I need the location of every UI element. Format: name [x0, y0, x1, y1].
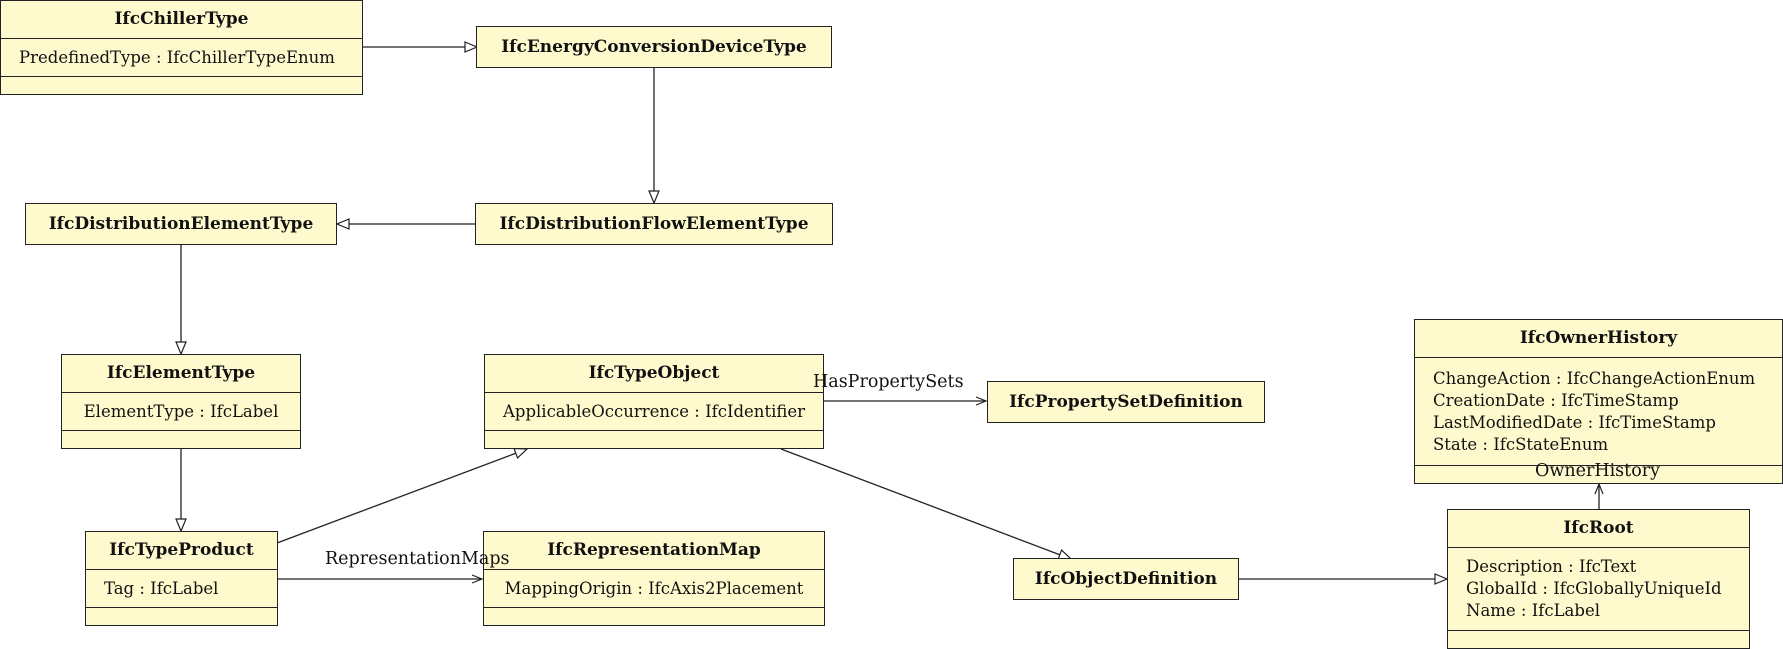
class-name: IfcOwnerHistory — [1415, 320, 1782, 358]
class-ifc-type-object[interactable]: IfcTypeObject ApplicableOccurrence : Ifc… — [484, 354, 824, 449]
class-ifc-property-set-definition[interactable]: IfcPropertySetDefinition — [987, 381, 1265, 423]
attribute: Description : IfcText — [1466, 557, 1637, 576]
class-name: IfcChillerType — [1, 1, 362, 39]
label-representation-maps: RepresentationMaps — [325, 549, 510, 569]
class-ifc-object-definition[interactable]: IfcObjectDefinition — [1013, 558, 1239, 600]
class-name: IfcDistributionFlowElementType — [499, 214, 809, 234]
class-name: IfcDistributionElementType — [48, 214, 314, 234]
class-ifc-distribution-element-type[interactable]: IfcDistributionElementType — [25, 203, 337, 245]
attribute: ApplicableOccurrence : IfcIdentifier — [502, 401, 806, 421]
label-has-property-sets: HasPropertySets — [813, 372, 964, 392]
attribute: State : IfcStateEnum — [1433, 434, 1609, 454]
class-ifc-element-type[interactable]: IfcElementType ElementType : IfcLabel — [61, 354, 301, 449]
class-attributes: ApplicableOccurrence : IfcIdentifier — [485, 393, 823, 431]
attribute: Name : IfcLabel — [1466, 601, 1600, 620]
attribute: LastModifiedDate : IfcTimeStamp — [1433, 412, 1716, 432]
class-name: IfcRepresentationMap — [484, 532, 824, 570]
generalization-typeobject-to-objdef — [780, 448, 1071, 559]
class-attributes: PredefinedType : IfcChillerTypeEnum — [1, 39, 362, 77]
class-attributes: Tag : IfcLabel — [86, 570, 277, 608]
attribute: GlobalId : IfcGloballyUniqueId — [1466, 579, 1722, 598]
label-owner-history: OwnerHistory — [1535, 461, 1660, 481]
class-ifc-energy-conversion-device-type[interactable]: IfcEnergyConversionDeviceType — [476, 26, 832, 68]
class-ifc-root[interactable]: IfcRoot Description : IfcText GlobalId :… — [1447, 509, 1750, 649]
class-attributes: ChangeAction : IfcChangeActionEnum Creat… — [1415, 358, 1782, 466]
class-name: IfcEnergyConversionDeviceType — [501, 37, 807, 57]
attribute: MappingOrigin : IfcAxis2Placement — [504, 578, 804, 598]
attribute: ChangeAction : IfcChangeActionEnum — [1433, 368, 1756, 388]
class-attributes: ElementType : IfcLabel — [62, 393, 300, 431]
class-name: IfcElementType — [62, 355, 300, 393]
class-name: IfcObjectDefinition — [1034, 569, 1218, 589]
class-attributes: Description : IfcText GlobalId : IfcGlob… — [1448, 548, 1749, 631]
class-ifc-type-product[interactable]: IfcTypeProduct Tag : IfcLabel — [85, 531, 278, 626]
class-attributes: MappingOrigin : IfcAxis2Placement — [484, 570, 824, 608]
class-ifc-distribution-flow-element-type[interactable]: IfcDistributionFlowElementType — [475, 203, 833, 245]
class-name: IfcPropertySetDefinition — [1009, 392, 1243, 412]
class-name: IfcTypeProduct — [86, 532, 277, 570]
attribute: ElementType : IfcLabel — [83, 401, 279, 421]
attribute: PredefinedType : IfcChillerTypeEnum — [19, 47, 335, 67]
attribute: CreationDate : IfcTimeStamp — [1433, 390, 1679, 410]
class-ifc-owner-history[interactable]: IfcOwnerHistory ChangeAction : IfcChange… — [1414, 319, 1783, 484]
attribute: Tag : IfcLabel — [104, 578, 219, 598]
class-name: IfcTypeObject — [485, 355, 823, 393]
class-ifc-chiller-type[interactable]: IfcChillerType PredefinedType : IfcChill… — [0, 0, 363, 95]
class-ifc-representation-map[interactable]: IfcRepresentationMap MappingOrigin : Ifc… — [483, 531, 825, 626]
class-name: IfcRoot — [1448, 510, 1749, 548]
generalization-typeproduct-to-typeobject — [276, 449, 527, 544]
